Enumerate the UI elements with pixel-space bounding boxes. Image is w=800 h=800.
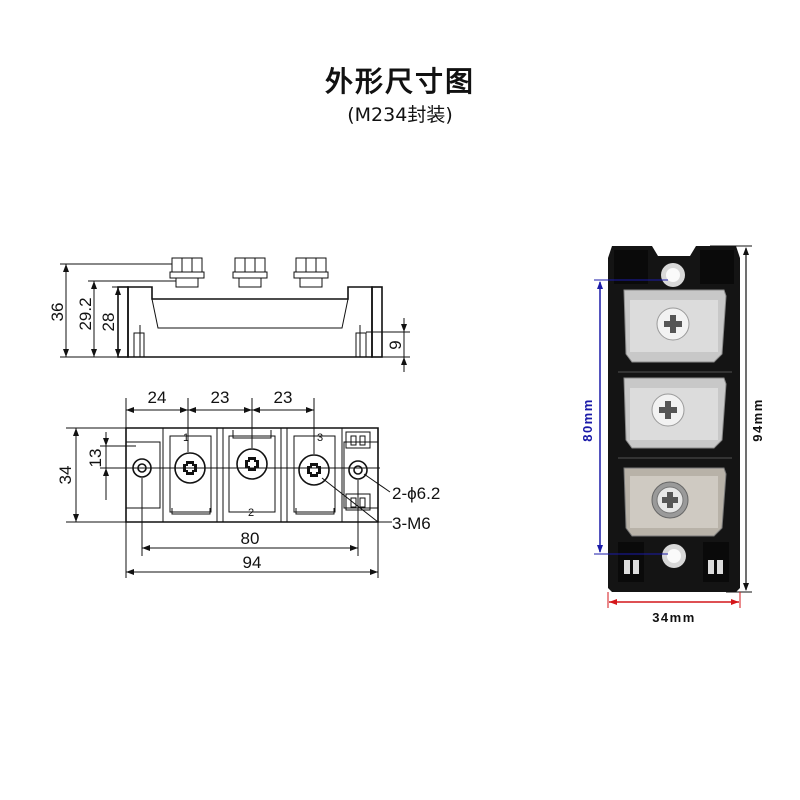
dim-height-29-2: 29.2 [76,297,95,330]
mount-hole-right [348,460,368,480]
side-bolt-3 [293,257,329,288]
page-title: 外形尺寸图 [324,65,475,98]
dim-width-23a: 23 [211,388,230,407]
side-bolt-1 [169,257,205,288]
terminal-label-3: 3 [317,432,323,444]
dim-width-80: 80 [241,529,260,548]
side-view: 36 29.2 28 9 [48,257,410,372]
dim-height-28: 28 [99,313,118,332]
dim-height-36: 36 [48,303,67,322]
dim-height-34: 34 [56,466,75,485]
top-view: 24 23 23 34 13 80 94 1 2 3 2-ϕ6.2 3-M6 [56,388,440,578]
top-screw-3 [298,454,330,486]
dim-height-13: 13 [86,449,105,468]
dim-width-23b: 23 [274,388,293,407]
dim-width-24: 24 [148,388,167,407]
page-subtitle: (M234封装) [347,104,453,126]
dim-length-94mm: 94mm [750,398,765,442]
dim-height-9: 9 [386,340,405,349]
module-photo [608,246,740,592]
dim-width-94: 94 [243,553,262,572]
terminal-label-2: 2 [248,507,254,519]
dim-width-34mm: 34mm [652,610,696,625]
terminal-label-1: 1 [183,432,189,444]
top-screw-2 [236,448,268,480]
photo-dimensions: 80mm 94mm 34mm [580,245,765,625]
dim-length-80mm: 80mm [580,398,595,442]
side-bolt-2 [232,257,268,288]
callout-holes: 2-ϕ6.2 [392,484,440,503]
callout-screws: 3-M6 [392,514,431,533]
